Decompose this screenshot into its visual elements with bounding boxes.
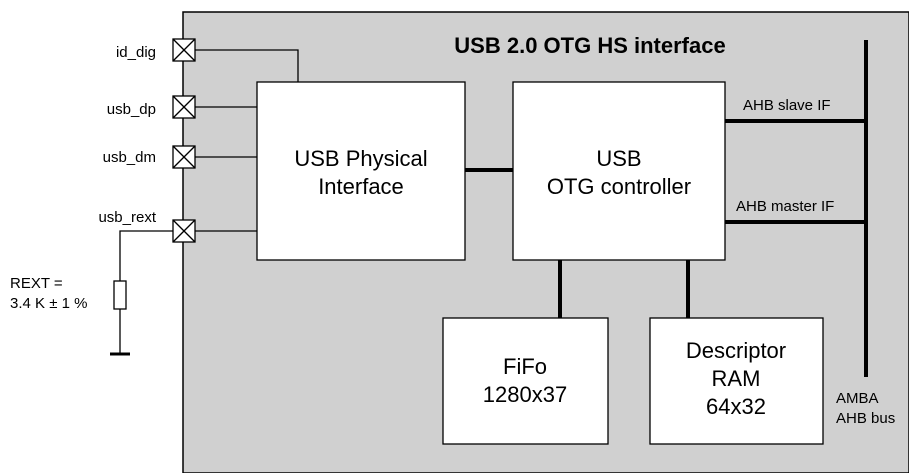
- pin-box-id-dig: [172, 38, 196, 62]
- usb-phy-label-line2: Interface: [318, 174, 404, 199]
- amba-label: AMBA: [836, 390, 879, 407]
- usb-phy-block: [256, 81, 466, 261]
- rext-label-line2: 3.4 K ± 1 %: [10, 295, 87, 312]
- fifo-label-line2: 1280x37: [483, 382, 567, 407]
- fifo-label-line1: FiFo: [503, 354, 547, 379]
- descriptor-ram-label-line3: 64x32: [706, 394, 766, 419]
- pin-box-usb-dp: [172, 95, 196, 119]
- otg-controller-label-line2: OTG controller: [547, 174, 691, 199]
- pin-label-usb-rext: usb_rext: [98, 209, 156, 226]
- usb-phy-label-line1: USB Physical: [294, 146, 427, 171]
- ahb-master-if-label: AHB master IF: [736, 198, 834, 215]
- pin-box-usb-rext: [172, 219, 196, 243]
- pin-label-usb-dp: usb_dp: [107, 101, 156, 118]
- diagram-title: USB 2.0 OTG HS interface: [454, 33, 725, 58]
- pin-label-id-dig: id_dig: [116, 44, 156, 61]
- ahb-bus-label: AHB bus: [836, 410, 895, 427]
- descriptor-ram-label-line2: RAM: [712, 366, 761, 391]
- otg-controller-block: [512, 81, 726, 261]
- descriptor-ram-block: [649, 317, 824, 445]
- pin-label-usb-dm: usb_dm: [103, 149, 156, 166]
- rext-resistor: [110, 230, 173, 356]
- rext-label-line1: REXT =: [10, 275, 63, 292]
- otg-controller-label-line1: USB: [596, 146, 641, 171]
- ahb-slave-if-label: AHB slave IF: [743, 97, 831, 114]
- pin-box-usb-dm: [172, 145, 196, 169]
- pin-wires: [195, 49, 299, 232]
- descriptor-ram-label-line1: Descriptor: [686, 338, 786, 363]
- fifo-block: [442, 317, 609, 445]
